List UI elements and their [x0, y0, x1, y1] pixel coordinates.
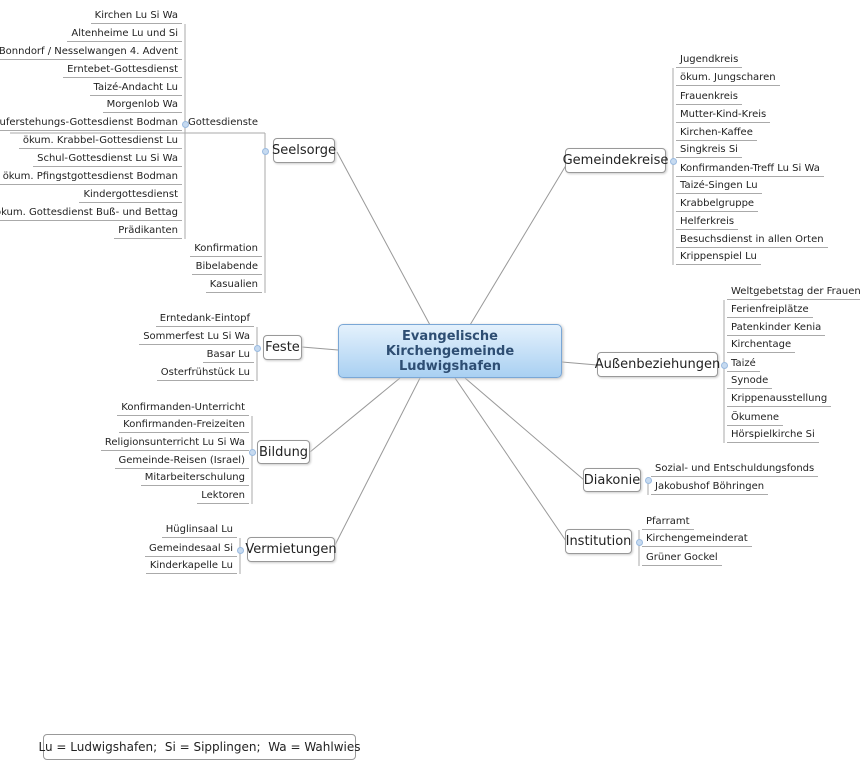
leaf-gemeindekreise[interactable]: Singkreis Si [676, 143, 742, 158]
leaf-gemeindekreise[interactable]: Jugendkreis [676, 53, 743, 68]
leaf-aussenbeziehungen[interactable]: Kirchentage [727, 338, 796, 353]
leaf-feste[interactable]: Basar Lu [202, 348, 254, 363]
leaf-gemeindekreise[interactable]: Mutter-Kind-Kreis [676, 108, 771, 123]
central-topic-line2: Ludwigshafen [398, 358, 502, 374]
collapse-dot-icon[interactable] [262, 147, 269, 155]
branch-vermietungen[interactable]: Vermietungen [245, 537, 337, 562]
leaf-institution[interactable]: Pfarramt [642, 515, 694, 530]
leaf-bildung[interactable]: Lektoren [197, 489, 249, 504]
leaf-aussenbeziehungen[interactable]: Ökumene [727, 411, 784, 426]
leaf-diakonie[interactable]: Sozial- und Entschuldungsfonds [651, 462, 819, 477]
collapse-dot-icon[interactable] [645, 477, 652, 484]
leaf-gottesdienste[interactable]: Altenheime Lu und Si [67, 27, 182, 42]
leaf-seelsorge[interactable]: Bibelabende [191, 260, 262, 275]
branch-aussenbeziehungen[interactable]: Außenbeziehungen [595, 352, 720, 377]
collapse-dot-icon[interactable] [249, 449, 256, 456]
branch-seelsorge[interactable]: Seelsorge [272, 138, 336, 163]
leaf-diakonie[interactable]: Jakobushof Böhringen [651, 480, 769, 495]
leaf-gemeindekreise[interactable]: Taizé-Singen Lu [676, 179, 762, 194]
collapse-dot-icon[interactable] [670, 157, 677, 165]
leaf-gottesdienste[interactable]: Kindergottesdienst [79, 188, 182, 203]
leaf-gottesdienste[interactable]: Morgenlob Wa [102, 98, 182, 113]
leaf-vermietungen[interactable]: Kinderkapelle Lu [145, 559, 237, 574]
branch-gemeindekreise[interactable]: Gemeindekreise [563, 148, 668, 173]
leaf-aussenbeziehungen[interactable]: Taizé [727, 357, 760, 372]
central-topic-line1: Evangelische Kirchengemeinde [385, 328, 515, 359]
leaf-gemeindekreise[interactable]: Krabbelgruppe [676, 197, 759, 212]
leaf-gemeindekreise[interactable]: Krippenspiel Lu [676, 250, 761, 265]
leaf-seelsorge[interactable]: Kasualien [205, 278, 262, 293]
collapse-dot-icon[interactable] [182, 121, 189, 128]
leaf-gemeindekreise[interactable]: Helferkreis [676, 215, 739, 230]
leaf-bildung[interactable]: Gemeinde-Reisen (Israel) [114, 454, 249, 469]
leaf-feste[interactable]: Erntedank-Eintopf [155, 312, 254, 327]
leaf-institution[interactable]: Kirchengemeinderat [642, 532, 752, 547]
leaf-gottesdienste[interactable]: Kirchen Lu Si Wa [90, 9, 182, 24]
leaf-gottesdienste[interactable]: Taizé-Andacht Lu [89, 81, 182, 96]
branch-bildung[interactable]: Bildung [257, 440, 310, 464]
leaf-gottesdienste[interactable]: ökum. Gottesdienst Buß- und Bettag [0, 206, 182, 221]
branch-diakonie[interactable]: Diakonie [583, 468, 641, 492]
leaf-aussenbeziehungen[interactable]: Hörspielkirche Si [727, 428, 819, 443]
leaf-bildung[interactable]: Mitarbeiterschulung [140, 471, 249, 486]
branch-feste[interactable]: Feste [263, 335, 302, 360]
leaf-feste[interactable]: Osterfrühstück Lu [156, 366, 254, 381]
leaf-gottesdienste[interactable]: Erntebet-Gottesdienst [63, 63, 182, 78]
collapse-dot-icon[interactable] [237, 546, 244, 554]
leaf-bildung[interactable]: Religionsunterricht Lu Si Wa [100, 436, 249, 451]
leaf-institution[interactable]: Grüner Gockel [642, 551, 722, 566]
leaf-gemeindekreise[interactable]: Kirchen-Kaffee [676, 126, 757, 141]
leaf-aussenbeziehungen[interactable]: Krippenausstellung [727, 392, 832, 407]
leaf-gemeindekreise[interactable]: ökum. Jungscharen [676, 71, 780, 86]
leaf-vermietungen[interactable]: Hüglinsaal Lu [161, 523, 237, 538]
legend-box[interactable]: Lu = Ludwigshafen; Si = Sipplingen; Wa =… [39, 734, 361, 760]
leaf-gottesdienste[interactable]: ökum. Pfingstgottesdienst Bodman [0, 170, 182, 185]
subtopic-gottesdienste[interactable]: Gottesdienste [188, 117, 258, 128]
leaf-feste[interactable]: Sommerfest Lu Si Wa [139, 330, 254, 345]
leaf-vermietungen[interactable]: Gemeindesaal Si [145, 542, 237, 557]
leaf-gottesdienste[interactable]: Schul-Gottesdienst Lu Si Wa [33, 152, 182, 167]
leaf-gemeindekreise[interactable]: Konfirmanden-Treff Lu Si Wa [676, 162, 824, 177]
leaf-seelsorge[interactable]: Konfirmation [190, 242, 262, 257]
collapse-dot-icon[interactable] [721, 361, 728, 369]
leaf-gemeindekreise[interactable]: Besuchsdienst in allen Orten [676, 233, 828, 248]
leaf-bildung[interactable]: Konfirmanden-Freizeiten [119, 418, 249, 433]
branch-institution[interactable]: Institution [565, 529, 632, 554]
leaf-aussenbeziehungen[interactable]: Patenkinder Kenia [727, 321, 826, 336]
leaf-gottesdienste[interactable]: ökum. Krabbel-Gottesdienst Lu [18, 134, 182, 149]
collapse-dot-icon[interactable] [254, 344, 261, 352]
leaf-aussenbeziehungen[interactable]: Synode [727, 374, 773, 389]
leaf-gottesdienste[interactable]: Prädikanten [114, 224, 182, 239]
leaf-gottesdienste[interactable]: Bonndorf / Nesselwangen 4. Advent [0, 45, 182, 60]
leaf-gemeindekreise[interactable]: Frauenkreis [676, 90, 742, 105]
leaf-aussenbeziehungen[interactable]: Weltgebetstag der Frauen [727, 285, 860, 300]
leaf-bildung[interactable]: Konfirmanden-Unterricht [117, 401, 249, 416]
leaf-aussenbeziehungen[interactable]: Ferienfreiplätze [727, 303, 813, 318]
central-topic[interactable]: Evangelische Kirchengemeinde Ludwigshafe… [338, 324, 562, 378]
leaf-gottesdienste[interactable]: Auferstehungs-Gottesdienst Bodman [0, 116, 182, 131]
collapse-dot-icon[interactable] [636, 538, 643, 546]
